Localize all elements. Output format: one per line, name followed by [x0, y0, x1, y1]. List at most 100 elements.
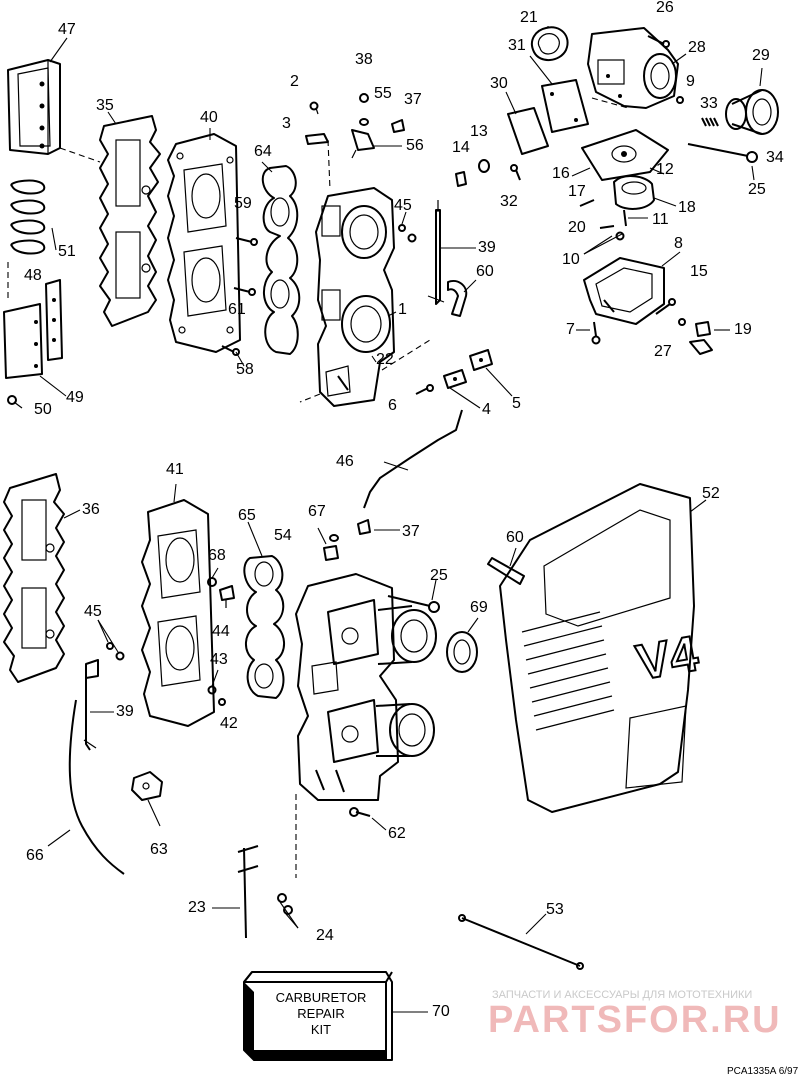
figure-code: PCA1335A 6/97: [727, 1066, 799, 1077]
part-24-clips: [277, 893, 293, 915]
callout-13: 13: [470, 123, 488, 140]
part-60-hose-upper: [447, 280, 468, 317]
callout-60-upper: 60: [476, 263, 494, 280]
part-39-choke-rod-upper: [427, 200, 445, 305]
part-13-grommet: [478, 159, 490, 173]
part-62-screw: [349, 807, 371, 817]
callout-42: 42: [220, 715, 238, 732]
callout-66: 66: [26, 847, 44, 864]
callout-20: 20: [568, 219, 586, 236]
part-48-reed-stop: [45, 279, 63, 361]
callout-29: 29: [752, 47, 770, 64]
callout-40: 40: [200, 109, 218, 126]
callout-58: 58: [236, 361, 254, 378]
callout-26: 26: [656, 0, 674, 16]
callout-32: 32: [500, 193, 518, 210]
part-50-screw: [7, 395, 23, 409]
callout-28: 28: [688, 39, 706, 56]
part-44-check-valve: [219, 585, 235, 608]
part-52-silencer-cover: [499, 483, 695, 813]
watermark-logo: PARTSFOR.RU: [488, 999, 782, 1041]
callout-50: 50: [34, 401, 52, 418]
callout-67: 67: [308, 503, 326, 520]
callout-55: 55: [374, 85, 392, 102]
repair-kit-label: CARBURETOR REPAIR KIT: [256, 990, 386, 1038]
callout-48: 48: [24, 267, 42, 284]
part-60-hose-lower: [487, 557, 525, 585]
callout-61: 61: [228, 301, 246, 318]
callout-21: 21: [520, 9, 538, 26]
part-40-reed-block: [167, 133, 241, 353]
part-45-screw-upper: [398, 224, 417, 243]
part-38-screw: [359, 93, 369, 103]
callout-27: 27: [654, 343, 672, 360]
callout-5: 5: [512, 395, 521, 412]
part-15-screw: [655, 298, 676, 315]
callout-63: 63: [150, 841, 168, 858]
callout-25-upper: 25: [748, 181, 766, 198]
part-61-screw: [233, 287, 256, 296]
part-31-gasket: [541, 79, 589, 133]
part-2-screw: [309, 101, 319, 115]
part-54-spacer: [323, 545, 339, 561]
callout-54: 54: [274, 527, 292, 544]
callout-51: 51: [58, 243, 76, 260]
part-30-gasket: [507, 107, 549, 155]
part-12-cover: [581, 129, 669, 181]
callout-60-lower: 60: [506, 529, 524, 546]
part-36-gasket: [3, 473, 65, 683]
part-55-washer: [359, 118, 369, 126]
callout-37-lower: 37: [402, 523, 420, 540]
part-11-needle: [623, 209, 627, 227]
part-20-pin: [599, 225, 615, 229]
part-21-gasket: [530, 26, 569, 61]
part-7-screw: [591, 321, 601, 345]
callout-7: 7: [566, 321, 575, 338]
part-4-bracket: [443, 369, 467, 389]
part-29-seal: [725, 89, 779, 135]
part-3-bracket: [305, 133, 329, 145]
callout-35: 35: [96, 97, 114, 114]
callout-3: 3: [282, 115, 291, 132]
part-39-choke-rod-lower: [83, 659, 99, 751]
callout-64: 64: [254, 143, 272, 160]
callout-68: 68: [208, 547, 226, 564]
callout-46: 46: [336, 453, 354, 470]
callout-30: 30: [490, 75, 508, 92]
part-37-nozzle-lower: [357, 519, 371, 535]
callout-37-upper: 37: [404, 91, 422, 108]
callout-23: 23: [188, 899, 206, 916]
part-67-washer: [329, 534, 339, 542]
part-27-gasket: [678, 318, 686, 326]
callout-44: 44: [212, 623, 230, 640]
callout-56: 56: [406, 137, 424, 154]
callout-41: 41: [166, 461, 184, 478]
part-9-screw: [676, 96, 684, 104]
callout-14: 14: [452, 139, 470, 156]
part-19-plug: [689, 321, 713, 355]
part-69-seal: [446, 631, 478, 673]
callout-43: 43: [210, 651, 228, 668]
callout-69: 69: [470, 599, 488, 616]
callout-33: 33: [700, 95, 718, 112]
kit-label-line3: KIT: [310, 1022, 332, 1037]
part-70-carburetor-repair-kit: [243, 971, 393, 1061]
part-43-valve: [207, 685, 217, 695]
callout-25-lower: 25: [430, 567, 448, 584]
part-28-silencer-base: [587, 27, 679, 109]
part-41-manifold: [141, 499, 215, 727]
kit-label-line1: CARBURETOR: [275, 990, 367, 1005]
part-66-hose: [68, 699, 125, 875]
callout-62: 62: [388, 825, 406, 842]
callout-34: 34: [766, 149, 784, 166]
part-1-upper-carburetor: [315, 187, 395, 407]
part-8-float-bowl: [583, 257, 665, 325]
part-14-bracket: [455, 171, 467, 187]
part-49-reed-plate: [3, 303, 43, 379]
callout-17: 17: [568, 183, 586, 200]
callout-22: 22: [376, 351, 394, 368]
cover-model-lettering: V4: [632, 625, 702, 691]
callout-53: 53: [546, 901, 564, 918]
kit-label-line2: REPAIR: [297, 1006, 345, 1021]
